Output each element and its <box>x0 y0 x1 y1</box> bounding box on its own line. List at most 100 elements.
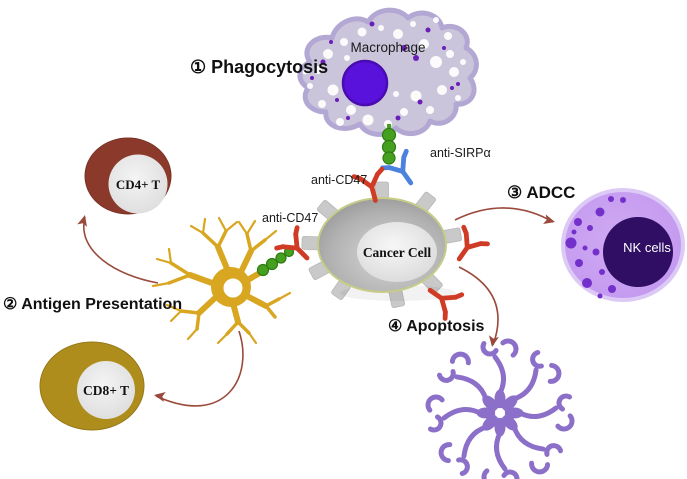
apoptotic-bleb <box>555 413 575 432</box>
nk-granule <box>574 218 582 226</box>
dendritic-cell <box>151 216 292 345</box>
label-anti-sirpa: anti-SIRPα <box>430 146 491 160</box>
apoptotic-bleb <box>501 469 520 479</box>
vacuole <box>444 32 452 40</box>
apoptotic-bleb <box>436 369 456 383</box>
dendritic-antigen-beads-icon <box>256 246 295 277</box>
dendrite-branch <box>167 273 192 285</box>
vacuole <box>446 50 454 58</box>
arrowhead-to-cd8 <box>154 391 166 402</box>
speck <box>346 116 350 120</box>
apoptotic-bleb <box>547 362 562 384</box>
antibody-stroke <box>351 174 363 182</box>
dendrite-branch <box>225 320 240 336</box>
antibody-stroke <box>375 166 385 177</box>
apoptotic-bleb <box>529 460 551 475</box>
nk-granule <box>597 293 603 299</box>
apoptotic-arm <box>511 424 546 452</box>
apoptotic-bleb <box>556 393 572 412</box>
dendrite-twig <box>247 331 258 345</box>
antigen-bead <box>256 263 270 277</box>
nk-granules <box>565 196 626 299</box>
apoptotic-arm <box>492 354 507 396</box>
speck <box>425 27 431 33</box>
vacuole <box>344 55 350 61</box>
antibody-stroke <box>461 224 469 236</box>
vacuole <box>400 108 408 116</box>
apoptotic-bleb <box>438 442 453 464</box>
label-apoptosis: ④ Apoptosis <box>388 318 485 335</box>
antibody-stroke <box>274 244 286 251</box>
nk-granule <box>608 285 616 293</box>
cd4-t-cell: CD4+ T <box>84 137 172 215</box>
vacuole <box>419 39 429 49</box>
vacuole <box>449 67 459 77</box>
antibody-anti-cd47-bottom <box>427 287 465 321</box>
dendrite-twig <box>217 216 228 233</box>
vacuole <box>393 29 403 39</box>
vacuole <box>455 95 461 101</box>
apoptotic-petal <box>494 389 506 409</box>
apoptotic-center <box>495 408 505 418</box>
dendrite-branch <box>264 297 281 308</box>
cd4-label: CD4+ T <box>116 177 161 192</box>
arrow-to-cd4 <box>82 216 159 284</box>
cancer-cytoplasm <box>357 222 437 282</box>
antibody-stroke <box>464 241 484 250</box>
nk-granule <box>565 237 577 249</box>
sirpa-bead <box>382 151 396 165</box>
dendrite-twig <box>186 327 199 341</box>
cd8-inner <box>77 361 135 419</box>
speck <box>413 55 419 61</box>
dendrite-twig <box>237 220 249 236</box>
antibody-stroke <box>401 148 409 160</box>
vacuole <box>318 100 326 108</box>
dendrite-branch <box>236 320 251 335</box>
arrowhead-to-nk <box>543 214 555 224</box>
nk-granule <box>587 225 593 231</box>
speck <box>450 86 454 90</box>
arrow-to-nk <box>454 207 554 223</box>
dendrite-arm <box>196 294 219 316</box>
antibody-stroke <box>442 309 448 321</box>
arrow-to-apoptosis <box>458 266 499 346</box>
apoptotic-bleb <box>449 351 471 366</box>
speck <box>456 82 460 86</box>
dendrite-branch <box>249 238 267 253</box>
label-phagocytosis: ① Phagocytosis <box>190 57 328 77</box>
arrow-layer <box>82 207 554 407</box>
nk-granule <box>571 229 577 235</box>
vacuole <box>378 25 384 31</box>
arrowhead-to-cd4 <box>77 215 87 227</box>
antibody-layer <box>274 148 490 321</box>
vacuole <box>393 91 399 97</box>
macrophage-cell: Macrophage <box>297 7 479 137</box>
cd8-t-cell: CD8+ T <box>39 341 145 431</box>
dendrite-twig <box>167 247 173 265</box>
cd8-label: CD8+ T <box>83 383 129 398</box>
dendrite-twig <box>165 303 183 313</box>
antigen-bead <box>265 257 279 271</box>
nk-granule <box>582 278 592 288</box>
apoptotic-bleb <box>481 468 500 479</box>
apoptotic-arm <box>493 430 508 472</box>
speck <box>320 59 326 65</box>
nk-cells-label: NK cells <box>623 240 671 255</box>
label-antigen-presentation: ② Antigen Presentation <box>3 296 182 313</box>
dendrite-twig <box>189 224 205 235</box>
antibody-stroke <box>293 225 300 237</box>
speck <box>401 45 407 51</box>
antibody-anti-cd47-right <box>456 224 490 262</box>
antibody-stroke <box>439 295 448 315</box>
dendritic-hole <box>222 277 244 299</box>
speck <box>329 40 333 44</box>
speck <box>310 76 314 80</box>
vacuole <box>430 56 442 68</box>
nk-granule <box>620 197 626 203</box>
antibody-anti-cd47-top <box>351 166 385 203</box>
apoptotic-arm <box>517 405 559 420</box>
vacuole <box>323 49 333 59</box>
label-layer: ① Phagocytosis ② Antigen Presentation ③ … <box>3 57 575 335</box>
